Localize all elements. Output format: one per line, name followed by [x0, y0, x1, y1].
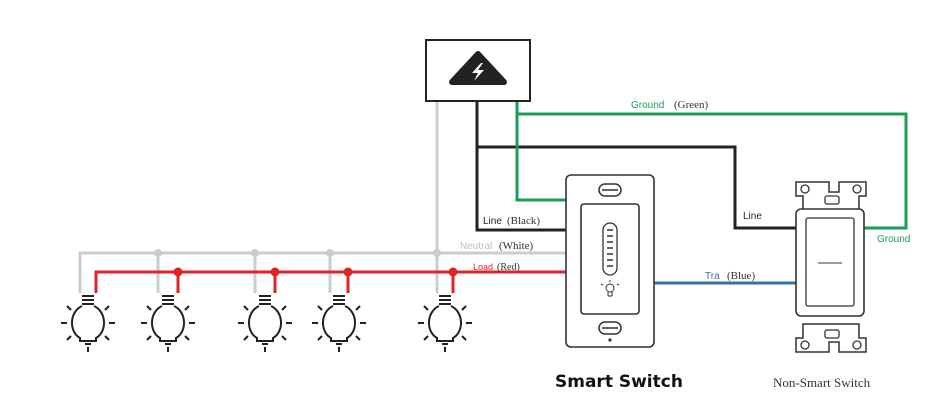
wire-labels: Ground (Green) Ground Line (Black) Line … — [460, 99, 910, 282]
smart-switch — [565, 174, 655, 348]
screw-icon — [598, 321, 622, 335]
ground-color-label: (Green) — [674, 99, 709, 111]
light-bulb-icon — [312, 295, 366, 352]
line-wire-right — [477, 145, 796, 230]
neutral-label: Neutral — [460, 241, 492, 252]
line-wire-left — [475, 101, 566, 232]
load-junction — [270, 267, 280, 277]
light-bulb-icon — [141, 295, 195, 352]
traveler-label: Tra — [705, 271, 720, 282]
light-bulb-icon — [238, 295, 292, 352]
line-color-label: (Black) — [507, 215, 540, 227]
neutral-junction — [433, 249, 441, 257]
load-color-label: (Red) — [497, 262, 520, 273]
power-source-icon — [449, 51, 507, 85]
screw-icon — [598, 183, 622, 197]
load-junction — [448, 267, 458, 277]
light-bulb-icon — [418, 295, 472, 352]
load-label: Load — [473, 262, 493, 272]
ground-wire — [515, 101, 566, 202]
traveler-color-label: (Blue) — [727, 270, 755, 282]
load-junction — [343, 267, 353, 277]
load-wire — [94, 270, 566, 293]
screw-icon — [608, 338, 612, 342]
non-smart-switch-rocker — [805, 217, 855, 307]
non-smart-switch-caption: Non-Smart Switch — [773, 375, 871, 390]
smart-switch-caption: Smart Switch — [555, 372, 683, 392]
load-junction — [173, 267, 183, 277]
light-bulb-icon — [61, 295, 115, 352]
mounting-strap — [795, 181, 867, 353]
neutral-color-label: (White) — [499, 240, 534, 252]
neutral-junction — [154, 249, 162, 257]
neutral-wire — [78, 101, 439, 293]
neutral-junction — [326, 249, 334, 257]
ground-right-label: Ground — [877, 234, 910, 245]
power-source — [425, 39, 531, 102]
neutral-junction — [251, 249, 259, 257]
light-bulb-icon — [600, 280, 620, 297]
line-right-label: Line — [743, 211, 762, 222]
ground-label: Ground — [631, 100, 664, 111]
line-label: Line — [483, 216, 502, 227]
non-smart-switch — [795, 181, 867, 353]
wires — [78, 101, 908, 293]
ground-wire-right — [517, 112, 908, 230]
junction-dots — [154, 249, 458, 277]
dimmer-level-indicator — [602, 222, 618, 276]
